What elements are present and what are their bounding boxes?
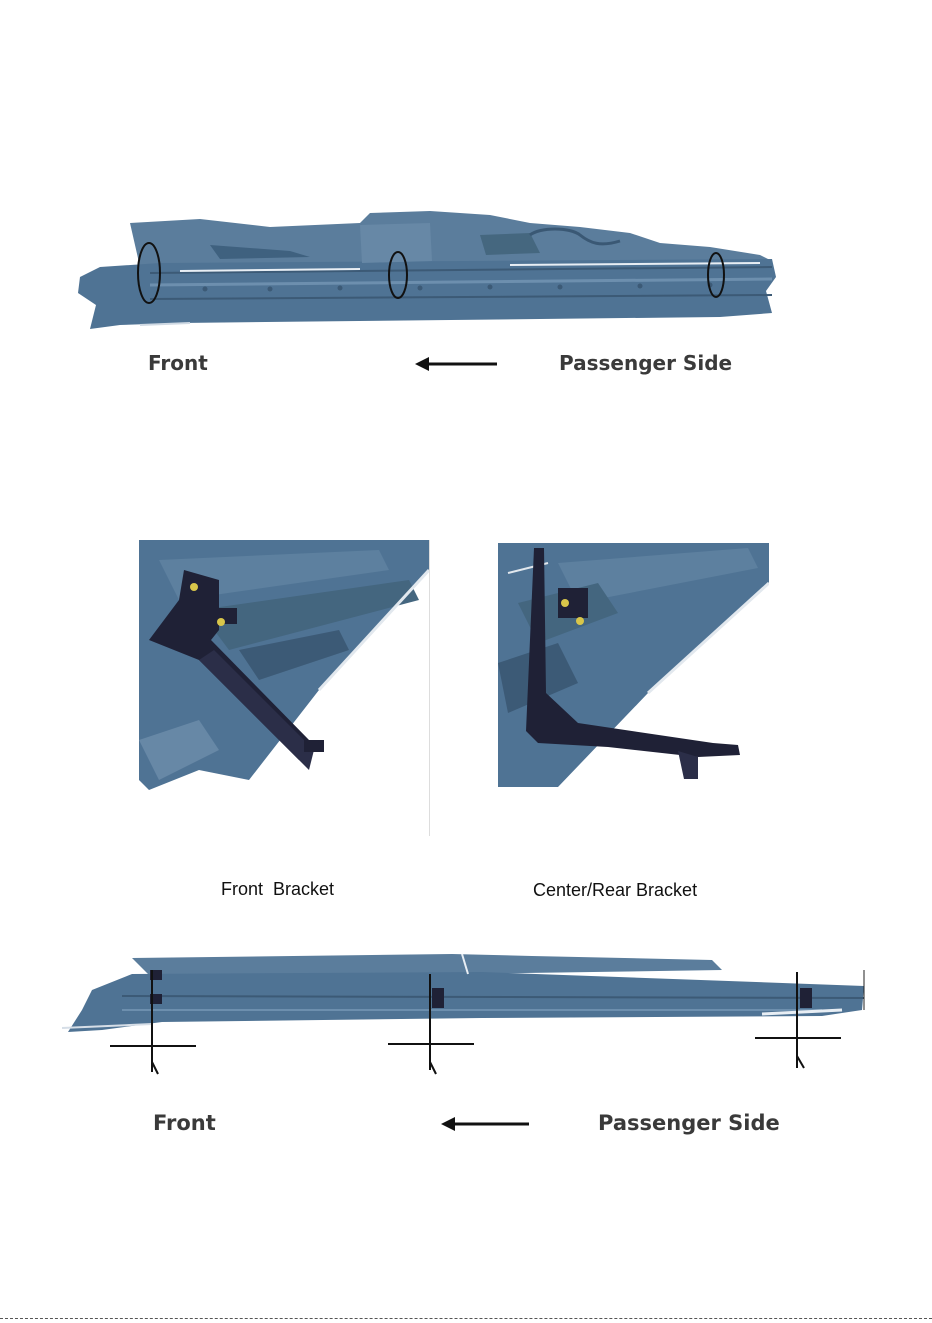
figure3-side-label: Passenger Side xyxy=(598,1111,780,1135)
bolt-icon xyxy=(561,599,569,607)
center-rear-bracket-caption: Center/Rear Bracket xyxy=(533,880,697,901)
figure3-direction-arrow xyxy=(441,1116,531,1132)
front-bracket-caption: Front Bracket xyxy=(221,879,334,900)
bolt-icon xyxy=(190,583,198,591)
figure-sill-bracket-positions xyxy=(62,950,868,1080)
front-bracket-image xyxy=(139,540,430,836)
page-bottom-divider xyxy=(0,1318,932,1319)
center-rear-bracket-image xyxy=(498,543,769,787)
underbody-scan-image xyxy=(60,205,790,335)
bolt-icon xyxy=(217,618,225,626)
bolt-icon xyxy=(576,617,584,625)
figure3-front-label: Front xyxy=(153,1111,216,1135)
figure-underbody-scan xyxy=(60,205,790,335)
figure1-front-label: Front xyxy=(148,351,208,375)
figure1-direction-arrow xyxy=(415,356,499,372)
figure1-side-label: Passenger Side xyxy=(559,351,732,375)
